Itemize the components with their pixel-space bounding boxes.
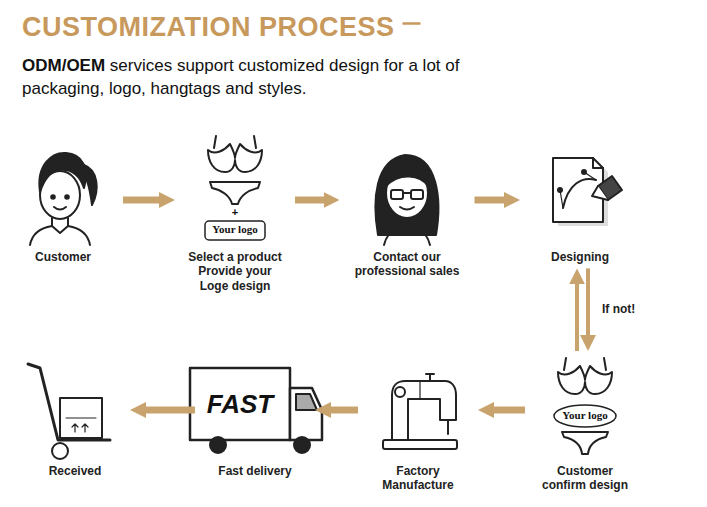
plus-sign: +	[232, 206, 238, 218]
title: CUSTOMIZATION PROCESS	[22, 12, 395, 43]
process-step: Contact our professional sales	[350, 140, 465, 279]
logo-text: Your logo	[562, 409, 607, 421]
process-step: Received	[30, 355, 120, 478]
process-step: Customer	[13, 140, 113, 264]
truck-icon	[190, 368, 322, 453]
truck-text: FAST	[207, 389, 273, 420]
customer-icon	[30, 153, 97, 245]
step-label: Select a product Provide your Loge desig…	[185, 250, 285, 293]
process-step: Customer confirm design	[535, 355, 635, 493]
product-icon	[205, 136, 265, 240]
design-icon	[553, 158, 622, 226]
flow-arrow	[586, 268, 590, 341]
process-step: Designing	[530, 140, 630, 264]
step-label: Received	[30, 464, 120, 478]
step-label: Customer	[13, 250, 113, 264]
step-label: Factory Manufacture	[368, 464, 468, 493]
process-step: Factory Manufacture	[368, 355, 468, 493]
step-label: Fast delivery	[205, 464, 305, 478]
flow-arrow	[475, 197, 511, 204]
process-step: Fast delivery	[205, 355, 305, 478]
step-label: Designing	[530, 250, 630, 264]
subtitle-block: ODM/OEM services support customized desi…	[22, 55, 542, 101]
flow-arrow	[295, 197, 330, 204]
subtitle-bold: ODM/OEM	[22, 56, 105, 75]
edge-label: If not!	[600, 302, 637, 316]
title-dash	[403, 22, 421, 25]
logo-text: Your logo	[212, 223, 257, 235]
flow-arrow	[325, 407, 358, 414]
hand-truck-icon	[28, 364, 110, 459]
process-step: Select a product Provide your Loge desig…	[185, 140, 285, 293]
step-label: Contact our professional sales	[350, 250, 465, 279]
sewing-machine-icon	[383, 374, 457, 449]
sales-icon	[375, 155, 438, 245]
flow-arrow	[575, 278, 579, 351]
flow-arrow	[488, 407, 525, 414]
confirm-icon	[554, 358, 616, 454]
flow-arrow	[123, 197, 165, 204]
step-label: Customer confirm design	[535, 464, 635, 493]
flow-arrow	[140, 407, 195, 414]
